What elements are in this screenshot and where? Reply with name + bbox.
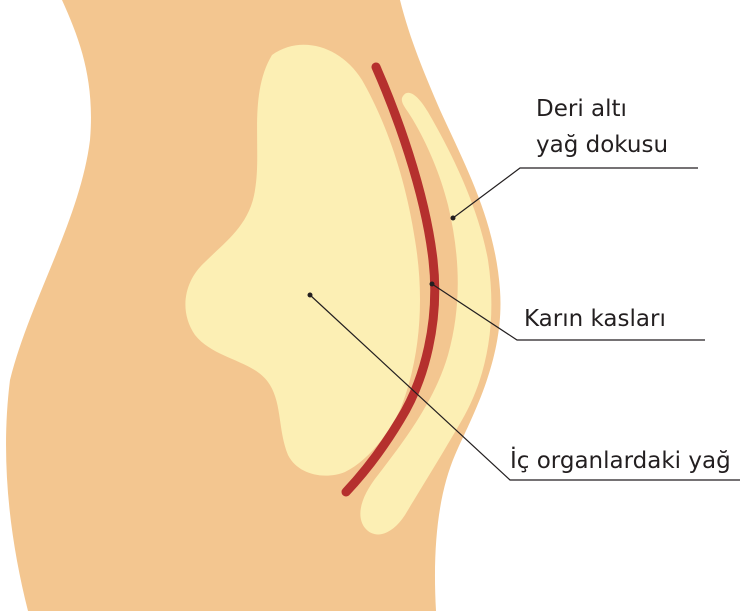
label-visceral-fat: İç organlardaki yağ [510, 446, 731, 474]
label-subcutaneous-fat-line1: Deri altı [536, 96, 627, 122]
leader-dot-abdominal-muscles [430, 282, 435, 287]
leader-dot-subcutaneous-fat [451, 216, 456, 221]
label-subcutaneous-fat-line2: yağ dokusu [536, 132, 668, 158]
label-abdominal-muscles: Karın kasları [524, 306, 666, 332]
leader-line-subcutaneous-fat [453, 168, 698, 218]
leader-dot-visceral-fat [308, 293, 313, 298]
